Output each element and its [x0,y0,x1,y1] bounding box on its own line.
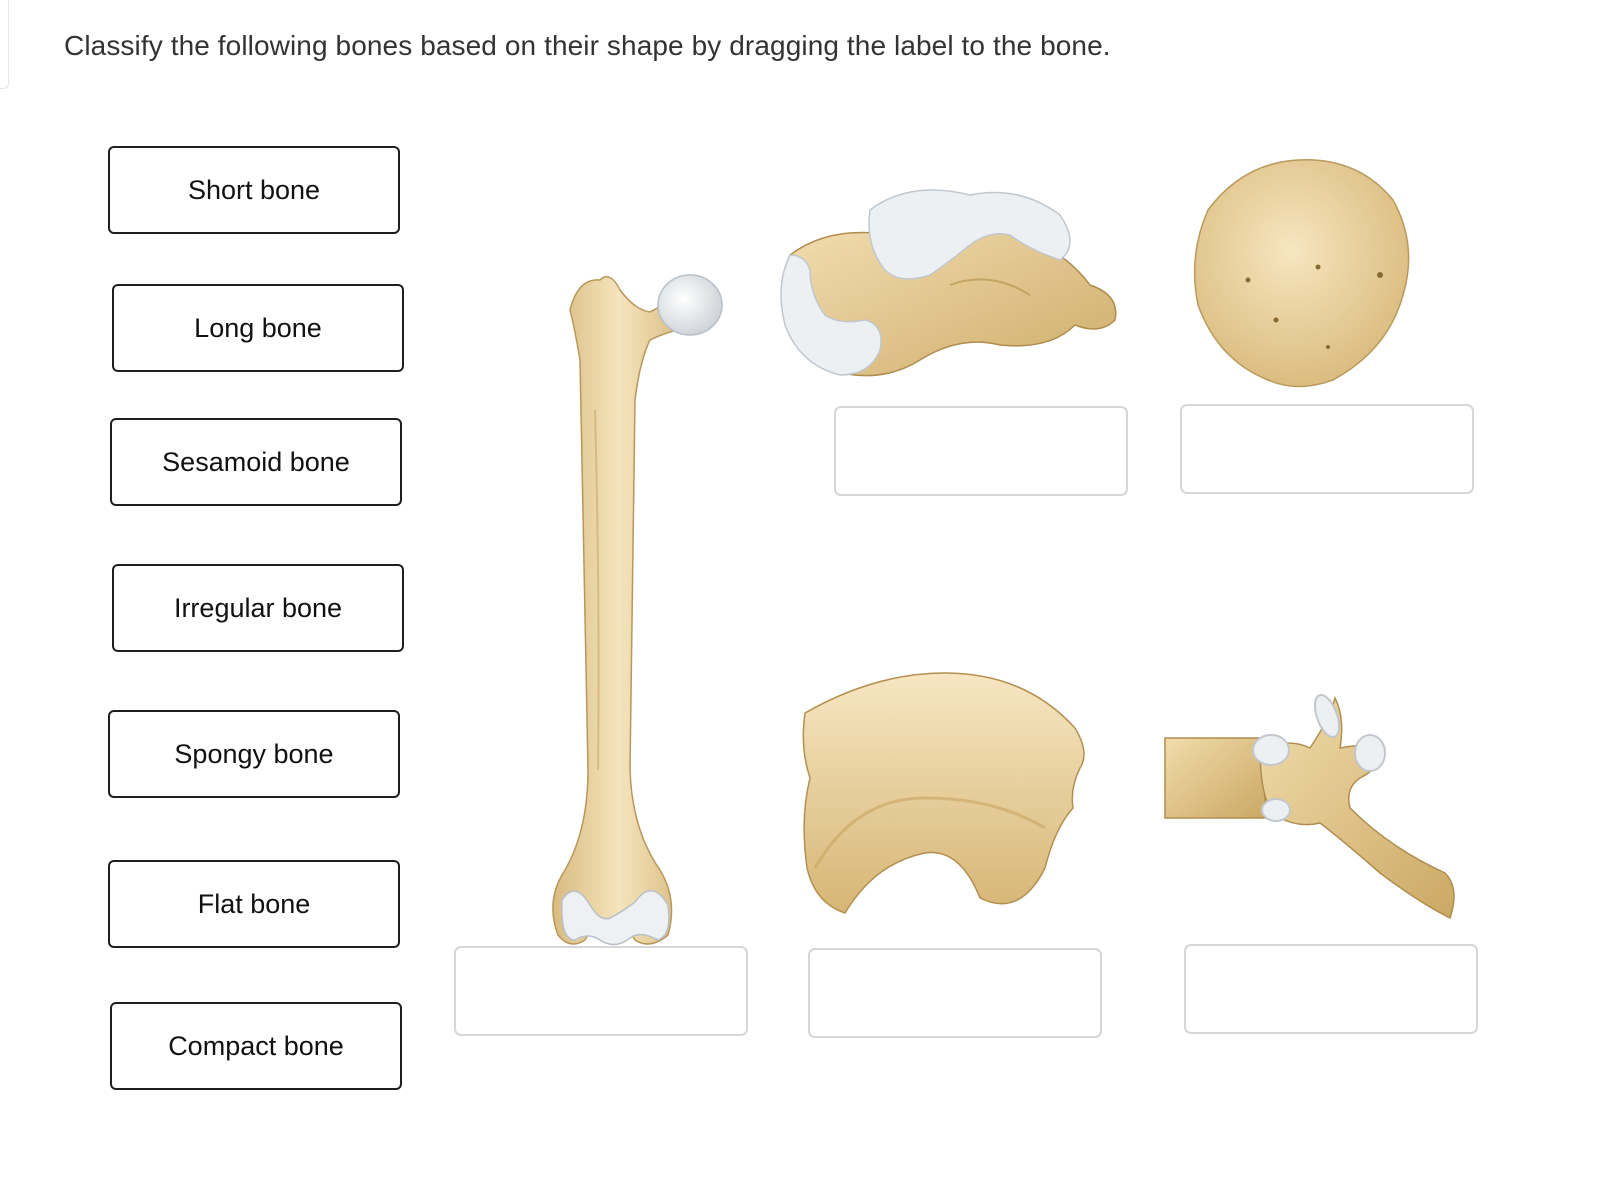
label-card-text: Compact bone [168,1030,344,1061]
patella-sesamoid-bone-icon [1193,159,1410,388]
skull-flat-bone-icon [802,672,1085,914]
label-card-text: Flat bone [197,888,311,919]
label-card-flat-bone[interactable]: Flat bone [108,860,400,948]
talus-short-bone-icon [780,189,1117,377]
label-card-spongy-bone[interactable]: Spongy bone [108,710,400,798]
label-card-long-bone[interactable]: Long bone [112,284,404,372]
drop-zone-patella[interactable] [1180,404,1474,494]
femur-long-bone-icon [552,274,723,946]
label-card-text: Sesamoid bone [162,446,350,477]
label-card-compact-bone[interactable]: Compact bone [110,1002,402,1090]
drop-zone-femur[interactable] [454,946,748,1036]
panel-edge [0,0,9,89]
question-prompt: Classify the following bones based on th… [64,30,1111,61]
drop-zone-skull[interactable] [808,948,1102,1038]
label-card-sesamoid-bone[interactable]: Sesamoid bone [110,418,402,506]
drop-zone-vertebra[interactable] [1184,944,1478,1034]
label-card-irregular-bone[interactable]: Irregular bone [112,564,404,652]
label-card-short-bone[interactable]: Short bone [108,146,400,234]
vertebra-irregular-bone-icon [1164,694,1455,920]
label-card-text: Short bone [187,174,321,205]
label-card-text: Irregular bone [173,592,343,623]
drop-zone-talus[interactable] [834,406,1128,496]
label-card-text: Long bone [194,312,322,343]
label-card-text: Spongy bone [174,738,334,769]
